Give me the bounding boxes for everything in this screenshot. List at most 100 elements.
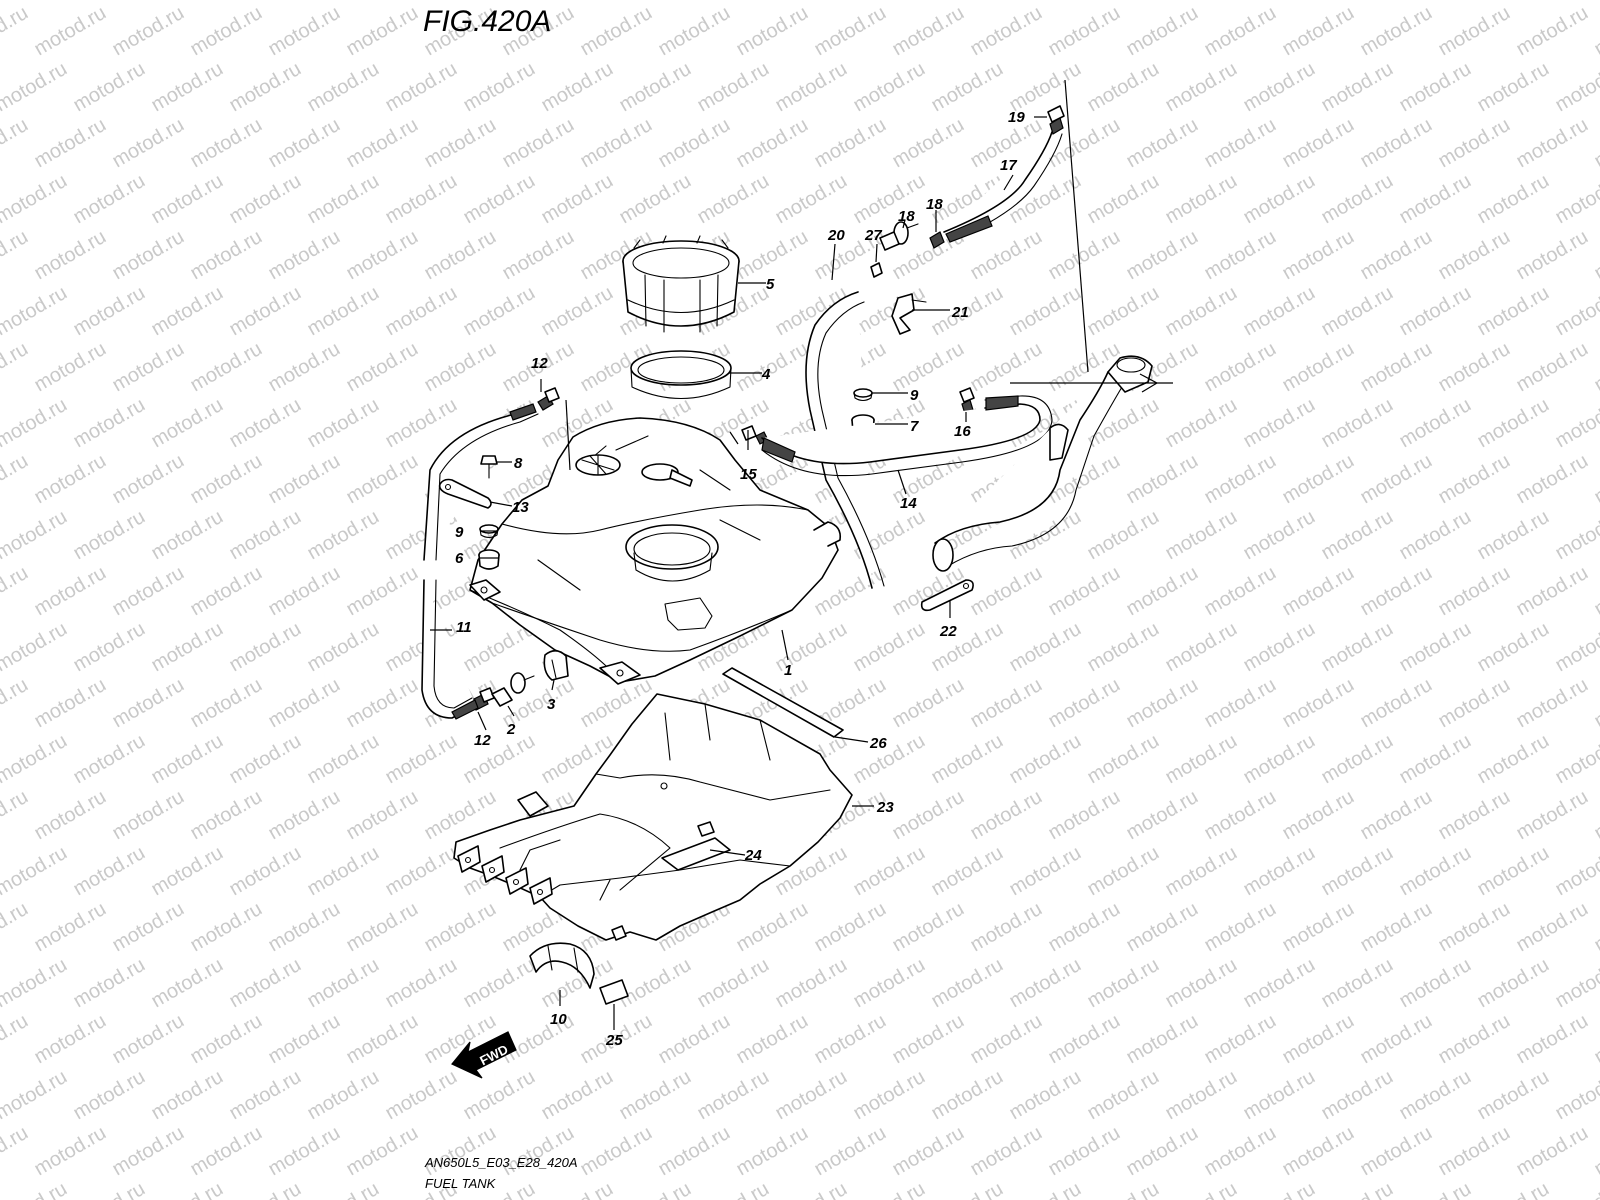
watermark-text: motod.ru <box>889 898 968 957</box>
watermark-text: motod.ru <box>304 1178 383 1200</box>
watermark-text: motod.ru <box>1318 954 1397 1013</box>
watermark-text: motod.ru <box>1318 170 1397 229</box>
callout-12-lower: 12 <box>474 732 491 749</box>
watermark-text: motod.ru <box>1357 338 1436 397</box>
watermark-text: motod.ru <box>187 1010 266 1069</box>
callout-13: 13 <box>512 499 529 516</box>
watermark-text: motod.ru <box>70 394 149 453</box>
watermark-text: motod.ru <box>265 786 344 845</box>
watermark-text: motod.ru <box>343 1122 422 1181</box>
callout-5: 5 <box>766 276 775 293</box>
part-6-cushion <box>478 549 500 570</box>
watermark-text: motod.ru <box>1084 730 1163 789</box>
watermark-text: motod.ru <box>1474 730 1553 789</box>
watermark-text: motod.ru <box>226 1066 305 1125</box>
callout-14: 14 <box>900 495 917 512</box>
watermark-text: motod.ru <box>382 0 461 4</box>
watermark-text: motod.ru <box>1435 1122 1514 1181</box>
callout-labels: 5 4 12 8 13 9 6 11 12 2 3 1 15 14 9 7 16… <box>455 109 1025 1049</box>
watermark-text: motod.ru <box>421 338 500 397</box>
part-20-bracket <box>891 293 927 335</box>
watermark-text: motod.ru <box>967 2 1046 61</box>
watermark-text: motod.ru <box>889 674 968 733</box>
watermark-text: motod.ru <box>1396 0 1475 4</box>
watermark-text: motod.ru <box>1474 0 1553 4</box>
watermark-text: motod.ru <box>1123 674 1202 733</box>
watermark-text: motod.ru <box>109 226 188 285</box>
watermark-text: motod.ru <box>1162 282 1241 341</box>
callout-2: 2 <box>506 721 516 738</box>
watermark-text: motod.ru <box>1240 842 1319 901</box>
watermark-text: motod.ru <box>1513 1122 1592 1181</box>
watermark-text: motod.ru <box>1084 282 1163 341</box>
watermark-text: motod.ru <box>70 954 149 1013</box>
watermark-text: motod.ru <box>0 114 32 173</box>
watermark-text: motod.ru <box>1591 898 1600 957</box>
watermark-text: motod.ru <box>772 1178 851 1200</box>
watermark-text: motod.ru <box>0 58 71 117</box>
watermark-text: motod.ru <box>538 1066 617 1125</box>
watermark-text: motod.ru <box>1123 450 1202 509</box>
watermark-text: motod.ru <box>460 58 539 117</box>
watermark-text: motod.ru <box>382 842 461 901</box>
callout-7: 7 <box>910 418 919 435</box>
watermark-text: motod.ru <box>967 562 1046 621</box>
part-18-clip-mid <box>929 231 945 249</box>
watermark-text: motod.ru <box>304 394 383 453</box>
watermark-text: motod.ru <box>811 2 890 61</box>
watermark-text: motod.ru <box>1318 842 1397 901</box>
watermark-text: motod.ru <box>1591 2 1600 61</box>
watermark-text: motod.ru <box>1045 226 1124 285</box>
watermark-text: motod.ru <box>1279 1010 1358 1069</box>
watermark-text: motod.ru <box>109 450 188 509</box>
watermark-text: motod.ru <box>1357 2 1436 61</box>
watermark-text: motod.ru <box>850 170 929 229</box>
watermark-text: motod.ru <box>1552 954 1600 1013</box>
watermark-text: motod.ru <box>1279 674 1358 733</box>
watermark-text: motod.ru <box>1045 786 1124 845</box>
watermark-text: motod.ru <box>1396 1066 1475 1125</box>
watermark-text: motod.ru <box>616 1178 695 1200</box>
watermark-text: motod.ru <box>1201 786 1280 845</box>
watermark-text: motod.ru <box>577 2 656 61</box>
watermark-text: motod.ru <box>70 58 149 117</box>
watermark-text: motod.ru <box>343 898 422 957</box>
part-4-gasket <box>630 350 732 399</box>
watermark-text: motod.ru <box>265 562 344 621</box>
watermark-text: motod.ru <box>1552 1066 1600 1125</box>
part-18-clip-top <box>1047 105 1065 135</box>
watermark-text: motod.ru <box>1279 226 1358 285</box>
watermark-text: motod.ru <box>109 674 188 733</box>
watermark-text: motod.ru <box>1006 1066 1085 1125</box>
watermark-text: motod.ru <box>70 1066 149 1125</box>
watermark-text: motod.ru <box>1279 786 1358 845</box>
watermark-text: motod.ru <box>1435 674 1514 733</box>
watermark-text: motod.ru <box>694 1178 773 1200</box>
watermark-text: motod.ru <box>1162 0 1241 4</box>
watermark-text: motod.ru <box>1396 58 1475 117</box>
watermark-text: motod.ru <box>1396 394 1475 453</box>
watermark-text: motod.ru <box>1435 338 1514 397</box>
watermark-text: motod.ru <box>733 338 812 397</box>
part-14-hose <box>761 395 1053 477</box>
watermark-text: motod.ru <box>538 282 617 341</box>
watermark-text: motod.ru <box>1396 506 1475 565</box>
watermark-text: motod.ru <box>0 842 71 901</box>
watermark-text: motod.ru <box>655 1010 734 1069</box>
watermark-text: motod.ru <box>1084 58 1163 117</box>
watermark-text: motod.ru <box>304 282 383 341</box>
watermark-text: motod.ru <box>1435 450 1514 509</box>
watermark-text: motod.ru <box>499 226 578 285</box>
watermark-text: motod.ru <box>772 0 851 4</box>
callout-23: 23 <box>876 799 894 816</box>
watermark-text: motod.ru <box>187 1122 266 1181</box>
watermark-text: motod.ru <box>1513 1010 1592 1069</box>
watermark-text: motod.ru <box>967 1010 1046 1069</box>
watermark-text: motod.ru <box>1435 2 1514 61</box>
watermark-text: motod.ru <box>343 114 422 173</box>
watermark-text: motod.ru <box>31 338 110 397</box>
watermark-text: motod.ru <box>1084 842 1163 901</box>
callout-27: 27 <box>864 227 882 244</box>
watermark-text: motod.ru <box>1513 786 1592 845</box>
watermark-text: motod.ru <box>0 2 32 61</box>
